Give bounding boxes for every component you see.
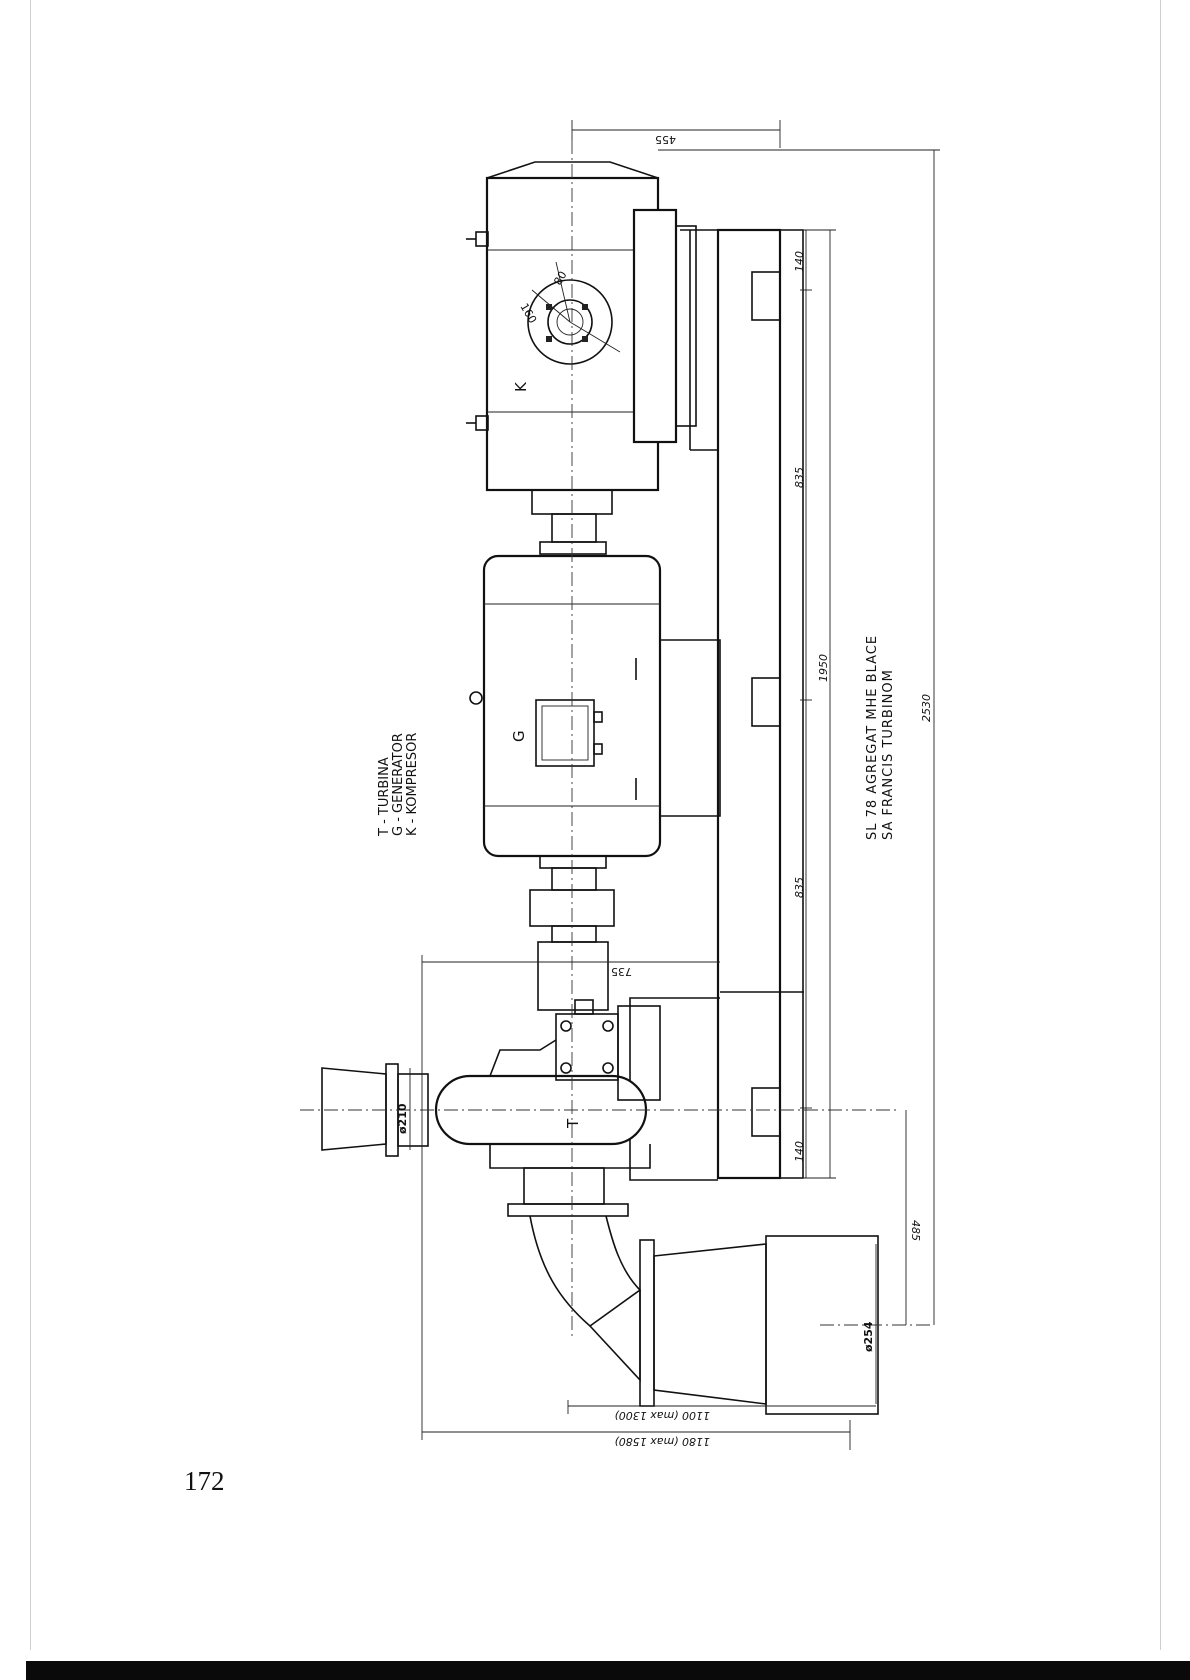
dim-2530: 2530 <box>920 694 933 722</box>
dim-735: 735 <box>611 965 632 978</box>
dim-inlet-diameter: ø210 <box>396 1103 409 1134</box>
label-compressor: K <box>512 381 530 392</box>
turbine-t <box>322 1000 878 1414</box>
title-line-2: SA FRANCIS TURBINOM <box>881 669 896 840</box>
dim-140-top: 140 <box>793 251 806 272</box>
legend-compressor: K - KOMPRESOR <box>405 733 420 836</box>
dim-835-lower: 835 <box>793 877 806 898</box>
legend-turbine: T - TURBINA <box>377 757 392 837</box>
scan-bottom-bar <box>26 1661 1190 1680</box>
label-generator: G <box>510 730 528 742</box>
title-line-1: SL 78 AGREGAT MHE BLACE <box>865 635 880 840</box>
drawing-title: SL 78 AGREGAT MHE BLACE SA FRANCIS TURBI… <box>865 635 896 840</box>
dim-draft-1100: 1100 (max 1300) <box>614 1409 710 1422</box>
dim-140-bottom: 140 <box>793 1141 806 1162</box>
page-number: 172 <box>184 1466 225 1497</box>
legend-generator: G - GENERATOR <box>391 733 406 836</box>
compressor-k <box>466 162 696 490</box>
dim-485: 485 <box>909 1220 922 1241</box>
generator-g <box>470 556 660 868</box>
coupling-k-g <box>532 490 612 554</box>
legend: T - TURBINA G - GENERATOR K - KOMPRESOR <box>377 733 420 837</box>
dim-455: 455 <box>655 133 676 146</box>
dim-1950: 1950 <box>817 654 830 682</box>
dim-draft-1180: 1180 (max 1580) <box>614 1435 710 1448</box>
dim-835-upper: 835 <box>793 467 806 488</box>
label-turbine: T <box>564 1118 582 1129</box>
dim-outlet-diameter: ø254 <box>862 1321 875 1352</box>
